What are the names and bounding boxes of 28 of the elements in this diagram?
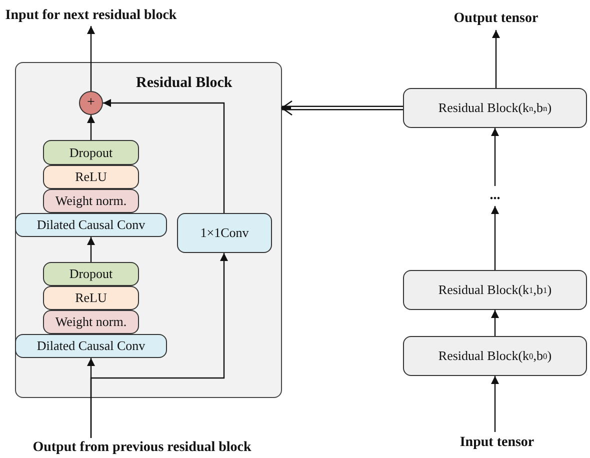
- layer-box: Dropout: [43, 140, 139, 165]
- arrow: [491, 128, 499, 186]
- block-container: [15, 62, 282, 398]
- arrow: [87, 115, 95, 140]
- heading-text: Input for next residual block: [1, 6, 181, 26]
- sum-circle: +: [79, 91, 103, 115]
- double-arrow: [281, 100, 403, 116]
- layer-box: ReLU: [43, 165, 139, 189]
- block-title: Residual Block: [136, 75, 232, 92]
- heading-text: Output from previous residual block: [11, 438, 273, 458]
- arrow: [491, 206, 499, 270]
- layer-box: ReLU: [43, 286, 139, 310]
- heading-text: Input tensor: [452, 432, 542, 454]
- arrow: [87, 237, 95, 262]
- layer-box: Dilated Causal Conv: [15, 334, 167, 358]
- arrow: [491, 310, 499, 336]
- layer-box: Weight norm.: [43, 189, 139, 213]
- layer-box: 1×1Conv: [177, 213, 272, 253]
- arrow: [87, 26, 95, 91]
- heading-text: Output tensor: [446, 8, 546, 30]
- arrow: [491, 376, 499, 432]
- layer-box: Weight norm.: [43, 310, 139, 334]
- arrow: [90, 253, 228, 438]
- ellipsis-text: ...: [480, 186, 510, 206]
- layer-box: Dropout: [43, 262, 139, 286]
- arrow: [492, 30, 500, 88]
- arrow: [103, 99, 225, 213]
- layer-box: Dilated Causal Conv: [15, 213, 167, 237]
